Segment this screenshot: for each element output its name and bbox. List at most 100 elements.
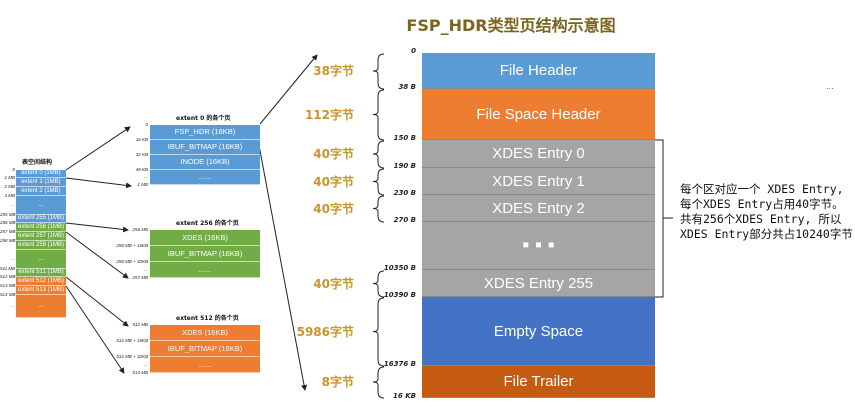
extent-page: IBUF_BITMAP (16KB) <box>150 246 260 262</box>
page-segment: XDES Entry 2 <box>422 195 655 222</box>
tablespace-offset: 256 MB <box>0 220 16 225</box>
byte-offset: 190 B <box>393 162 416 170</box>
brace <box>372 195 385 223</box>
tablespace-row: extent 2 (1MB) <box>16 187 66 196</box>
tablespace-row: ... <box>16 295 66 318</box>
extent-offset: 257 MB <box>132 275 148 280</box>
tablespace-row: extent 0 (1MB) <box>16 170 66 178</box>
extent-offset: 256 MB + 32KB <box>116 259 148 264</box>
extent-caption: extent 512 的各个页 <box>176 315 239 322</box>
arrow-ext256-bottom <box>65 231 129 279</box>
extent-page: XDES (16KB) <box>150 325 260 341</box>
tablespace-row: ... <box>16 250 66 269</box>
size-label: 40字节 <box>313 174 354 189</box>
extent-offset: 513 MB <box>132 370 148 375</box>
byte-offset: 16 KB <box>393 392 416 400</box>
extent-offset: 32 KB <box>135 152 148 157</box>
arrow-fsp-top <box>259 54 318 125</box>
byte-offset: 270 B <box>393 216 416 224</box>
tablespace-offset: 513 MB <box>0 283 16 288</box>
extent-page: FSP_HDR (16KB) <box>150 125 260 140</box>
size-label: 112字节 <box>304 107 354 122</box>
tablespace-row: extent 256 (1MB) <box>16 223 66 232</box>
extent-offset: 512 MB + 16KB <box>116 338 148 343</box>
arrow-ext512-top <box>65 276 129 327</box>
tablespace-offset: 1 MB <box>4 175 15 180</box>
byte-offset: 10390 B <box>383 291 416 299</box>
byte-offset: 230 B <box>393 189 416 197</box>
size-label: 40字节 <box>313 276 354 291</box>
extent-page: IBUF_BITMAP (16KB) <box>150 140 260 155</box>
extent-offset: 1 MB <box>137 182 148 187</box>
extent-offset: 256 MB <box>132 227 148 232</box>
extent-caption: extent 0 的各个页 <box>176 115 231 122</box>
extent-offset: 48 KB <box>135 167 148 172</box>
page-segment: File Trailer <box>422 366 655 398</box>
note-line: 每个区对应一个 XDES Entry, <box>680 182 844 196</box>
xdes-note: 每个区对应一个 XDES Entry, 每个XDES Entry占用40字节。 … <box>680 182 853 242</box>
brace <box>372 366 385 399</box>
corner-ellipsis: ... <box>826 82 834 91</box>
tablespace-row: extent 513 (1MB) <box>16 286 66 295</box>
byte-offset: 16376 B <box>383 360 416 368</box>
diagram-title: FSP_HDR类型页结构示意图 <box>406 16 616 35</box>
page-segment: File Space Header <box>422 89 655 140</box>
page-segment: ▪ ▪ ▪ <box>422 222 655 270</box>
tablespace-offset: 511 MB <box>0 266 16 271</box>
size-label: 38字节 <box>313 64 354 78</box>
size-label: 40字节 <box>313 147 354 161</box>
extent-offset: ... <box>144 174 148 179</box>
note-line: 每个XDES Entry占用40字节。 <box>680 197 844 211</box>
tablespace-row: extent 257 (1MB) <box>16 232 66 241</box>
extent-offset: ... <box>144 362 148 367</box>
extent-offset: 0 <box>145 122 148 127</box>
brace <box>372 140 385 169</box>
tablespace-offset: 3 MB <box>4 193 15 198</box>
tablespace-offset: 514 MB <box>0 292 16 297</box>
page-segment: XDES Entry 255 <box>422 270 655 297</box>
byte-offset: 10350 B <box>383 264 416 272</box>
size-label: 5986字节 <box>296 324 354 339</box>
right-bracket <box>655 139 673 298</box>
brace <box>372 168 385 196</box>
tablespace-row: ... <box>16 196 66 215</box>
tablespace-caption: 表空间结构 <box>22 159 53 166</box>
extent-offset: 16 KB <box>135 137 148 142</box>
tablespace-offset: ... <box>11 303 15 308</box>
arrow-ext0-top <box>65 126 131 171</box>
size-label: 8字节 <box>321 375 354 389</box>
brace <box>372 89 385 141</box>
extent-page: ...... <box>150 262 260 278</box>
page-segment: XDES Entry 1 <box>422 168 655 195</box>
extent-page: IBUF_BITMAP (16KB) <box>150 341 260 357</box>
extent-caption: extent 256 的各个页 <box>176 220 239 227</box>
arrow-ext0-bottom <box>65 177 132 189</box>
extent-page: XDES (16KB) <box>150 230 260 246</box>
extent-offset: ... <box>144 267 148 272</box>
extent-page: ...... <box>150 170 260 185</box>
tablespace-row: extent 511 (1MB) <box>16 269 66 277</box>
arrow-ext512-bottom <box>65 285 125 374</box>
brace <box>372 53 385 90</box>
tablespace-row: extent 1 (1MB) <box>16 178 66 187</box>
tablespace-offset: 255 MB <box>0 212 16 217</box>
arrow-ext256-top <box>65 222 129 233</box>
extent-offset: 256 MB + 16KB <box>116 243 148 248</box>
extent-page: INODE (16KB) <box>150 155 260 170</box>
tablespace-offset: 512 MB <box>0 274 16 279</box>
arrow-fsp-bottom <box>257 139 308 391</box>
extent-offset: 512 MB + 32KB <box>116 354 148 359</box>
page-segment: Empty Space <box>422 297 655 366</box>
extent-offset: 512 MB <box>132 322 148 327</box>
tablespace-offset: 258 MB <box>0 238 16 243</box>
tablespace-offset: ... <box>11 256 15 261</box>
byte-offset: 150 B <box>393 134 416 142</box>
tablespace-row: extent 255 (1MB) <box>16 215 66 223</box>
tablespace-offset: 2 MB <box>4 184 15 189</box>
note-line: 共有256个XDES Entry, 所以 <box>680 212 842 226</box>
byte-offset: 38 B <box>398 83 416 91</box>
tablespace-row: extent 258 (1MB) <box>16 241 66 250</box>
extent-page: ...... <box>150 357 260 373</box>
